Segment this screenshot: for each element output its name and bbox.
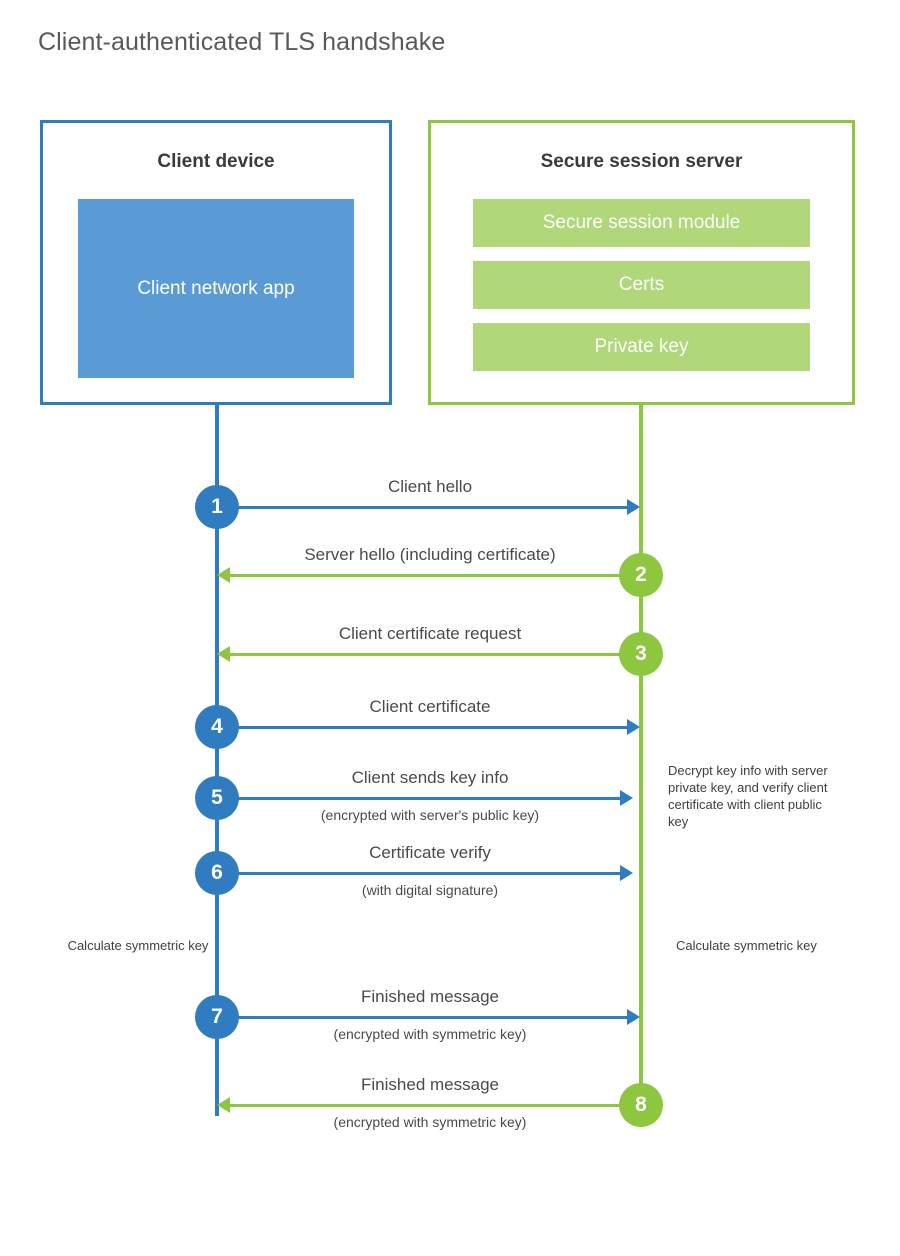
arrow-head-right-icon [620,790,633,806]
message-line [230,653,641,656]
server-module: Private key [473,323,810,371]
server-module: Secure session module [473,199,810,247]
step-circle-6[interactable]: 6 [195,851,239,895]
server-decrypt-annotation: Decrypt key info with server private key… [668,763,828,829]
arrow-head-right-icon [620,865,633,881]
client-calculate-annotation: Calculate symmetric key [67,938,209,953]
arrow-head-right-icon [627,1009,640,1025]
message-line [217,726,627,729]
server-calculate-annotation: Calculate symmetric key [676,938,817,953]
client-device-box: Client device Client network app [40,120,392,405]
arrow-head-left-icon [217,567,230,583]
client-device-title: Client device [157,151,275,172]
message-label-7: Finished message [361,987,499,1006]
message-sublabel-6: (with digital signature) [361,882,499,898]
arrow-head-right-icon [627,499,640,515]
step-circle-4[interactable]: 4 [195,705,239,749]
client-network-app-label: Client network app [137,278,295,299]
server-module: Certs [473,261,810,309]
secure-session-server-title: Secure session server [540,151,743,172]
step-circle-7[interactable]: 7 [195,995,239,1039]
message-line [217,506,627,509]
message-label-4: Client certificate [369,697,491,716]
message-sublabel-8: (encrypted with symmetric key) [333,1114,527,1130]
message-line [217,872,620,875]
arrow-head-left-icon [217,1097,230,1113]
client-lifeline [215,402,219,1116]
message-sublabel-5: (encrypted with server's public key) [320,807,540,823]
step-circle-8[interactable]: 8 [619,1083,663,1127]
page-title: Client-authenticated TLS handshake [38,28,446,56]
message-label-8: Finished message [361,1075,499,1094]
step-circle-1[interactable]: 1 [195,485,239,529]
message-label-5: Client sends key info [351,768,509,787]
secure-session-server-box: Secure session server Secure session mod… [428,120,855,405]
message-line [217,797,620,800]
message-label-6: Certificate verify [369,843,491,862]
message-line [230,1104,641,1107]
message-line [230,574,641,577]
message-label-3: Client certificate request [338,624,522,643]
message-sublabel-7: (encrypted with symmetric key) [333,1026,527,1042]
arrow-head-left-icon [217,646,230,662]
step-circle-5[interactable]: 5 [195,776,239,820]
step-circle-2[interactable]: 2 [619,553,663,597]
step-circle-3[interactable]: 3 [619,632,663,676]
message-label-1: Client hello [387,477,473,496]
message-label-2: Server hello (including certificate) [304,545,556,564]
server-module-list: Secure session module Certs Private key [473,199,810,371]
message-line [217,1016,627,1019]
arrow-head-right-icon [627,719,640,735]
server-lifeline [639,402,643,1105]
client-network-app-box: Client network app [78,199,354,378]
